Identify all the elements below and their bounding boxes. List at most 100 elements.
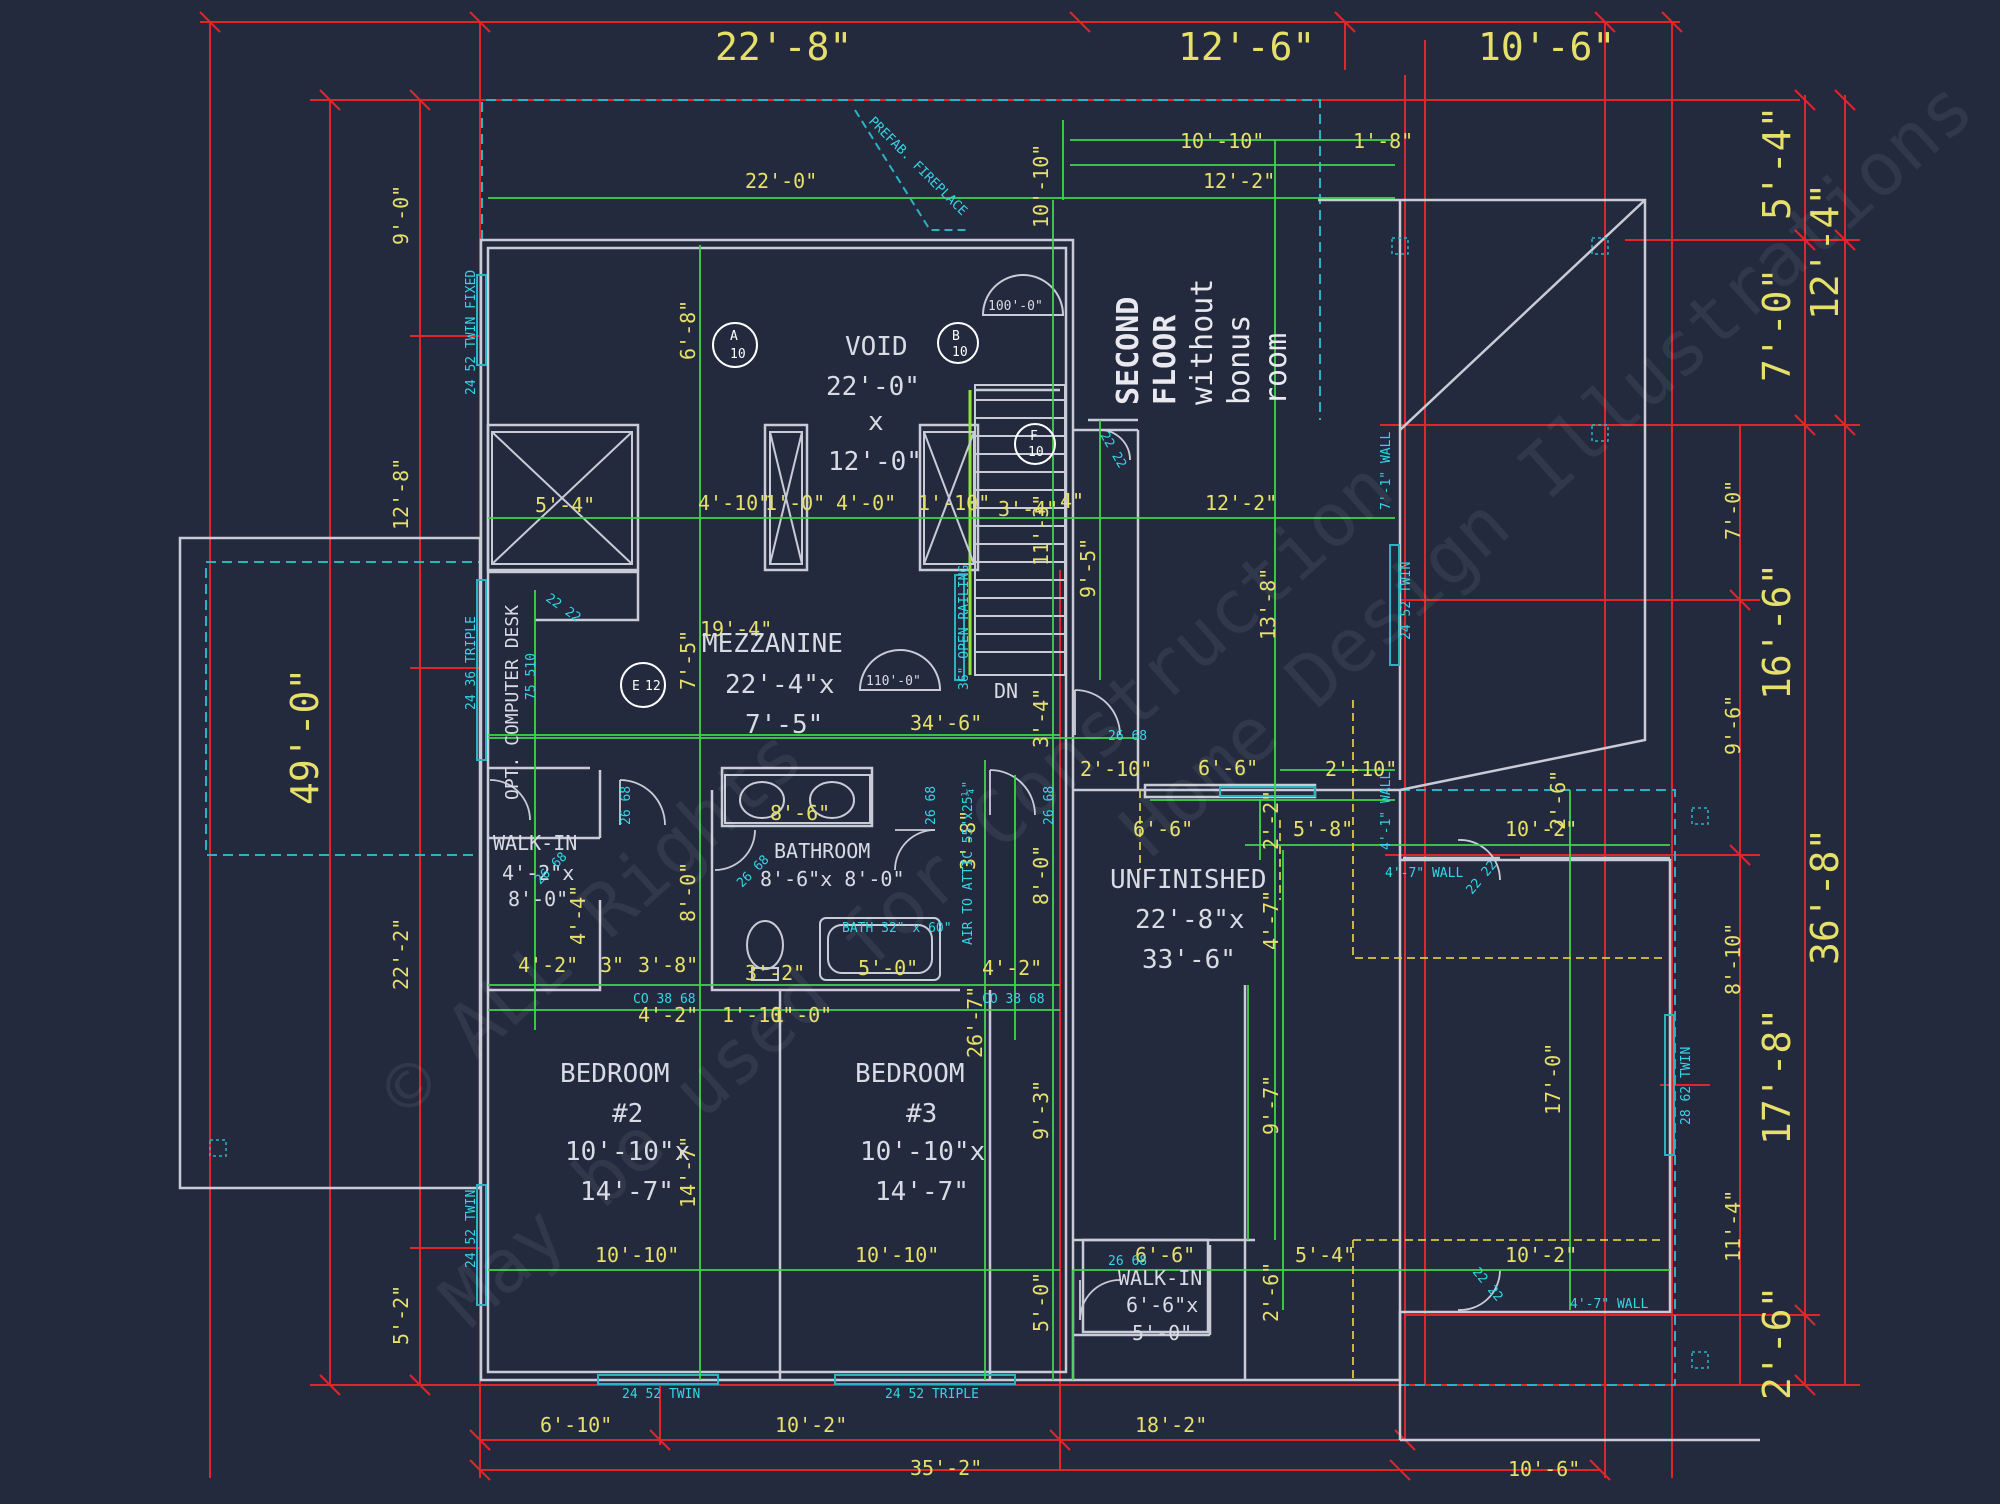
dim-bot-10-6: 10'-6" <box>1508 1457 1580 1481</box>
dim-g-4-2b: 4'-2" <box>638 1003 698 1027</box>
title-line-2: FLOOR <box>1148 314 1183 405</box>
title-line-3: without <box>1185 279 1220 405</box>
dim-g-2-6b: 2'-6" <box>1259 1262 1283 1322</box>
arc-markers <box>858 274 1065 691</box>
tag-twin-left: 24 52 TWIN <box>464 1190 479 1268</box>
dim-g-22-0: 22'-0" <box>745 169 817 193</box>
room-unf-name: UNFINISHED <box>1110 865 1267 895</box>
walls <box>178 198 1760 1442</box>
tag-door-a: 26 68 <box>619 786 634 825</box>
dim-g-5-8: 5'-8" <box>1293 817 1353 841</box>
dim-g-5-4b: 5'-4" <box>1295 1243 1355 1267</box>
room-void-x: x <box>868 407 884 437</box>
room-walkin1-d2: 8'-0" <box>508 887 568 911</box>
tag-door-22b: 22 22 <box>1097 430 1130 471</box>
dim-g-1-10: 1'-10" <box>918 491 990 515</box>
dim-g-4-2c: 4'-2" <box>982 956 1042 980</box>
room-bed3-d1: 10'-10"x <box>860 1137 985 1167</box>
tag-bathtub: BATH 32" x 60" <box>842 921 952 936</box>
dim-g-2-10: 2'-10" <box>1080 757 1152 781</box>
red-tick-marks <box>199 11 1856 1481</box>
dim-g-10-2: 10'-2" <box>1505 817 1577 841</box>
dim-g-26-7: 26'-7" <box>963 986 987 1058</box>
room-mezz-d2: 7'-5" <box>745 710 823 740</box>
section-a-num: 10 <box>730 347 746 362</box>
tag-twin-fixed: 24 52 TWIN FIXED <box>464 270 479 395</box>
shafts <box>491 431 975 565</box>
dim-g-3-4b: 3'-4" <box>1029 688 1053 748</box>
dim-right-36-8: 36'-8" <box>1803 828 1847 965</box>
room-walkin1-name: WALK-IN <box>493 831 577 855</box>
dim-s-5-2: 5'-2" <box>389 1285 413 1345</box>
dim-bot-6-10: 6'-10" <box>540 1413 612 1437</box>
room-bed2-d2: 14'-7" <box>580 1177 674 1207</box>
dim-g-7-0: 7'-0" <box>1721 480 1745 540</box>
dim-g-3-2: 3'-2" <box>745 961 805 985</box>
dim-g-10-2b: 10'-2" <box>1505 1243 1577 1267</box>
dim-g-11-4: 11'-4" <box>1721 1190 1745 1262</box>
title-line-5: room <box>1259 333 1294 405</box>
dim-g-6-8: 6'-8" <box>676 300 700 360</box>
dim-g-4-7: 4'-7" <box>1259 890 1283 950</box>
section-markers <box>620 322 1056 708</box>
dim-top-12-6: 12'-6" <box>1178 25 1315 69</box>
section-e-num: 12 <box>645 679 661 694</box>
dim-g-6-6b: 6'-6" <box>1133 817 1193 841</box>
dim-g-6-6c: 6'-6" <box>1135 1243 1195 1267</box>
dim-right-5-4: 5'-4" <box>1755 106 1799 220</box>
room-walkin1-d1: 4'-2"x <box>502 861 574 885</box>
dim-g-7-5: 7'-5" <box>676 630 700 690</box>
dim-g-8-10: 8'-10" <box>1721 923 1745 995</box>
dim-left-49-0: 49'-0" <box>283 668 327 805</box>
dim-g-8-6: 8'-6" <box>770 801 830 825</box>
dim-g-11-3: 11'-3" <box>1029 494 1053 566</box>
tag-door-22c: 22 22 <box>1464 858 1501 898</box>
dim-g-4-4: 4'-4" <box>566 885 590 945</box>
room-bed2-name: BEDROOM <box>560 1059 670 1089</box>
dim-right-7-0: 7'-0" <box>1755 268 1799 382</box>
dim-right-12-4: 12'-4" <box>1803 183 1847 320</box>
dim-g-4-10: 4'-10" <box>698 491 770 515</box>
dim-top-10-6: 10'-6" <box>1478 25 1615 69</box>
dim-g-1-0b: 1'-0" <box>772 1003 832 1027</box>
dim-g-3: 3" <box>600 953 624 977</box>
dim-g-9-3: 9'-3" <box>1029 1080 1053 1140</box>
dn-label: DN <box>994 679 1018 703</box>
tag-wall-4: 4'-7" WALL <box>1570 1297 1648 1312</box>
dim-s-22-2: 22'-2" <box>389 918 413 990</box>
dim-bot-10-2: 10'-2" <box>775 1413 847 1437</box>
tag-door-g: 26 68 <box>1108 1254 1147 1269</box>
dim-g-8-0: 8'-0" <box>676 862 700 922</box>
dim-right-2-6: 2'-6" <box>1755 1286 1799 1400</box>
room-bed2-num: #2 <box>612 1099 643 1129</box>
title-line-1: SECOND <box>1111 297 1146 405</box>
dim-s-12-8: 12'-8" <box>389 458 413 530</box>
yellow-dashed <box>1139 700 1665 1380</box>
tag-door-b: 26 68 <box>924 786 939 825</box>
room-bed2-d1: 10'-10"x <box>565 1137 690 1167</box>
tag-co-right: CO 38 68 <box>982 992 1045 1007</box>
room-void-d1: 22'-0" <box>826 372 920 402</box>
dim-g-12-2: 12'-2" <box>1203 169 1275 193</box>
dim-g-1-8: 1'-8" <box>1353 129 1413 153</box>
room-mezz-name: MEZZANINE <box>702 629 843 659</box>
dim-g-3-4: 3'-4" <box>998 497 1058 521</box>
room-bed3-name: BEDROOM <box>855 1059 965 1089</box>
dim-g-14-7: 14'-7" <box>676 1136 700 1208</box>
dim-g-5-0: 5'-0" <box>1029 1272 1053 1332</box>
dim-g-3-8: 3'-8" <box>638 953 698 977</box>
section-b-label: B <box>952 329 960 344</box>
section-f-label: F <box>1030 429 1038 444</box>
dim-g-17-0: 17'-0" <box>1541 1043 1565 1115</box>
dim-g-6-6: 6'-6" <box>1198 756 1258 780</box>
tag-door-c: 26 68 <box>1042 786 1057 825</box>
dim-g-5-0b: 5'-0" <box>858 956 918 980</box>
room-mezz-d1: 22'-4"x <box>725 670 835 700</box>
dim-right-17-8: 17'-8" <box>1755 1008 1799 1145</box>
red-dimension-lines <box>200 21 1860 1478</box>
bathroom-fixtures <box>724 774 941 981</box>
dim-g-9-7: 9'-7" <box>1259 1075 1283 1135</box>
room-walkin2-d1: 6'-6"x <box>1126 1293 1198 1317</box>
section-e-label: E <box>632 679 640 694</box>
